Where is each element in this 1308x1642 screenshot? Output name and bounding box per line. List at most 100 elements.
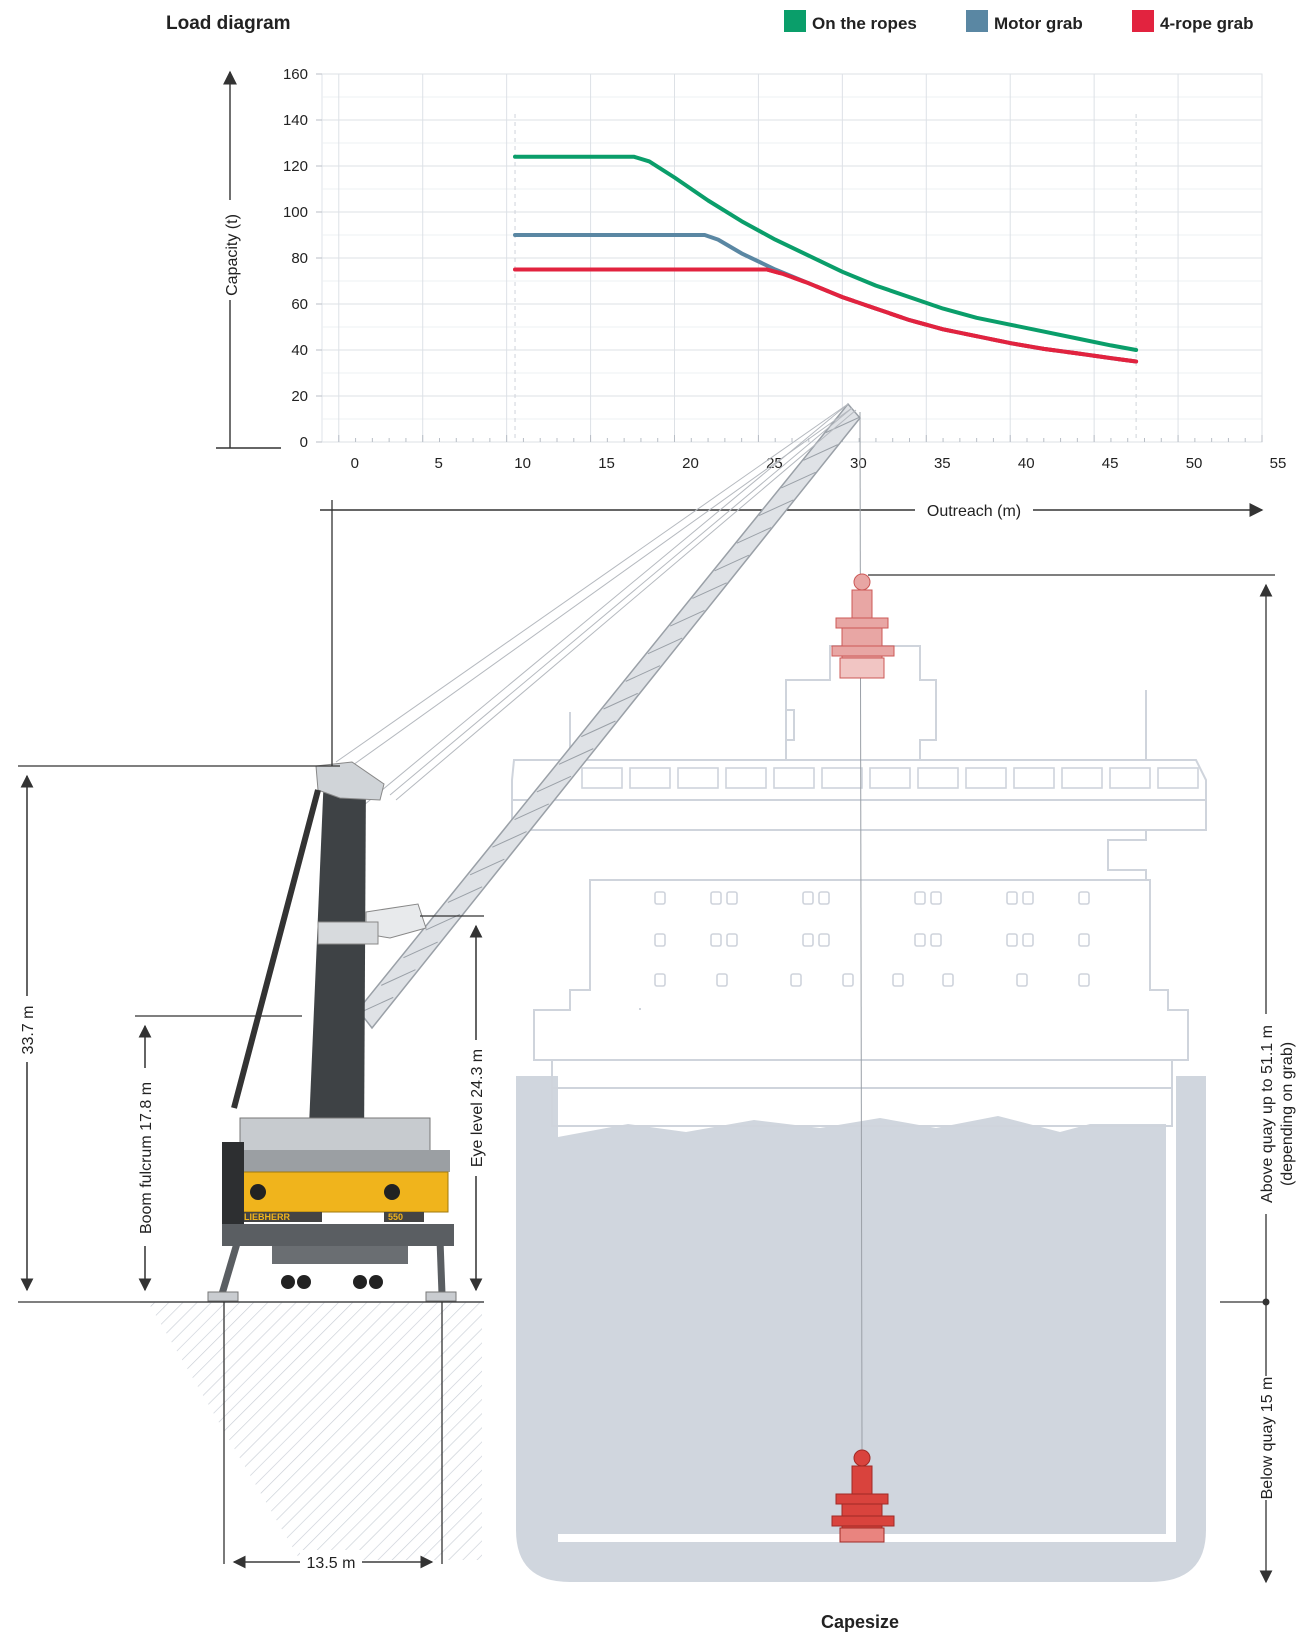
deck-hatch: [725, 767, 767, 789]
lattice-brace: [647, 637, 683, 655]
vessel-label: Capesize: [821, 1612, 899, 1632]
porthole: [818, 933, 830, 947]
legend-label-motor-grab: Motor grab: [994, 14, 1083, 33]
grab-lower: [831, 1449, 895, 1543]
crane-outriggers: [218, 1239, 446, 1295]
x-tick-label: 20: [682, 455, 699, 472]
vessel-portholes: [654, 891, 1090, 987]
dimension-lines: [18, 500, 1275, 1584]
x-tick-label: 40: [1018, 455, 1035, 472]
legend-label-4-rope-grab: 4-rope grab: [1160, 14, 1254, 33]
legend-swatch-4-rope-grab: [1132, 10, 1154, 32]
lattice-brace: [736, 527, 772, 544]
series-line-4-rope-grab-overlay: [766, 267, 1137, 364]
deck-hatch: [1109, 767, 1151, 789]
y-tick-label: 80: [291, 250, 308, 267]
dimension-labels: 33.7 m Boom fulcrum 17.8 m Eye level 24.…: [18, 996, 1296, 1574]
y-tick-label: 60: [291, 296, 308, 313]
lattice-brace: [403, 941, 438, 959]
porthole: [802, 891, 814, 905]
crane-brand: LIEBHERR: [244, 1212, 291, 1222]
deck-hatch: [917, 767, 959, 789]
porthole: [1022, 891, 1034, 905]
deck-hatch: [869, 767, 911, 789]
lattice-brace: [803, 444, 838, 461]
lattice-brace: [625, 665, 661, 682]
lattice-brace: [825, 416, 861, 434]
porthole: [1078, 973, 1090, 987]
porthole: [914, 933, 926, 947]
porthole: [654, 973, 666, 987]
legend-swatch-on-ropes: [784, 10, 806, 32]
crane-wheels: [281, 1275, 383, 1289]
dim-above-quay-note: (depending on grab): [1279, 1042, 1296, 1186]
porthole: [710, 891, 722, 905]
deck-hatch: [629, 767, 671, 789]
lattice-brace: [492, 831, 527, 848]
crane-boom: [357, 402, 861, 1030]
y-tick-label: 140: [283, 112, 308, 129]
crane-tower: [308, 774, 366, 1150]
porthole: [930, 933, 942, 947]
vessel-side: [533, 879, 1189, 1061]
dim-boom-fulcrum: Boom fulcrum 17.8 m: [138, 1082, 155, 1234]
y-tick-label: 40: [291, 342, 308, 359]
dim-above-quay: Above quay up to 51.1 m: [1259, 1025, 1276, 1203]
crane-undercarriage: [222, 1224, 454, 1246]
lattice-brace: [514, 803, 550, 821]
lattice-brace: [603, 692, 638, 710]
porthole: [818, 891, 830, 905]
vessel-hatch-coaming: [551, 1059, 1173, 1127]
x-axis-ticks: 0510152025303540455055: [338, 435, 1287, 472]
boom-lattice: [358, 416, 861, 1014]
x-tick-label: 0: [351, 455, 359, 472]
x-tick-label: 55: [1270, 455, 1287, 472]
porthole: [790, 973, 802, 987]
crane-body: [239, 1171, 449, 1213]
crane-counterweight: [222, 1142, 244, 1224]
deck-hatch: [821, 767, 863, 789]
deck-hatch: [965, 767, 1007, 789]
x-tick-label: 15: [598, 455, 615, 472]
lattice-brace: [692, 582, 727, 599]
vessel-bridge: [785, 645, 937, 760]
porthole: [802, 933, 814, 947]
lattice-brace: [469, 858, 505, 876]
chart-series: [513, 154, 1139, 364]
x-tick-label: 10: [514, 455, 531, 472]
porthole: [1078, 891, 1090, 905]
dim-eye-level: Eye level 24.3 m: [469, 1049, 486, 1167]
porthole: [710, 933, 722, 947]
porthole: [1016, 973, 1028, 987]
lattice-brace: [669, 609, 705, 627]
deck-hatch: [581, 767, 623, 789]
crane-illustration: LIEBHERR 550: [207, 402, 863, 1451]
crane-model: 550: [388, 1212, 403, 1222]
porthole: [1078, 933, 1090, 947]
y-tick-label: 160: [283, 66, 308, 83]
porthole: [654, 891, 666, 905]
legend: On the ropes Motor grab 4-rope grab: [784, 10, 1254, 33]
lattice-brace: [425, 913, 461, 931]
lattice-brace: [536, 775, 572, 793]
porthole: [716, 973, 728, 987]
porthole: [726, 891, 738, 905]
lattice-brace: [581, 720, 616, 738]
porthole: [914, 891, 926, 905]
porthole: [942, 973, 954, 987]
dim-base-width: 13.5 m: [307, 1555, 356, 1572]
dim-total-height: 33.7 m: [20, 1006, 37, 1055]
quay-hatching: [148, 1302, 482, 1560]
y-tick-label: 120: [283, 158, 308, 175]
deck-hatch: [773, 767, 815, 789]
porthole: [842, 973, 854, 987]
lattice-brace: [381, 969, 416, 986]
crane-ropes: [335, 403, 863, 1451]
deck-hatch: [1061, 767, 1103, 789]
porthole: [892, 973, 904, 987]
chart-grid: [321, 73, 1263, 443]
x-tick-label: 50: [1186, 455, 1203, 472]
porthole: [1022, 933, 1034, 947]
chart-title: Load diagram: [166, 13, 291, 34]
